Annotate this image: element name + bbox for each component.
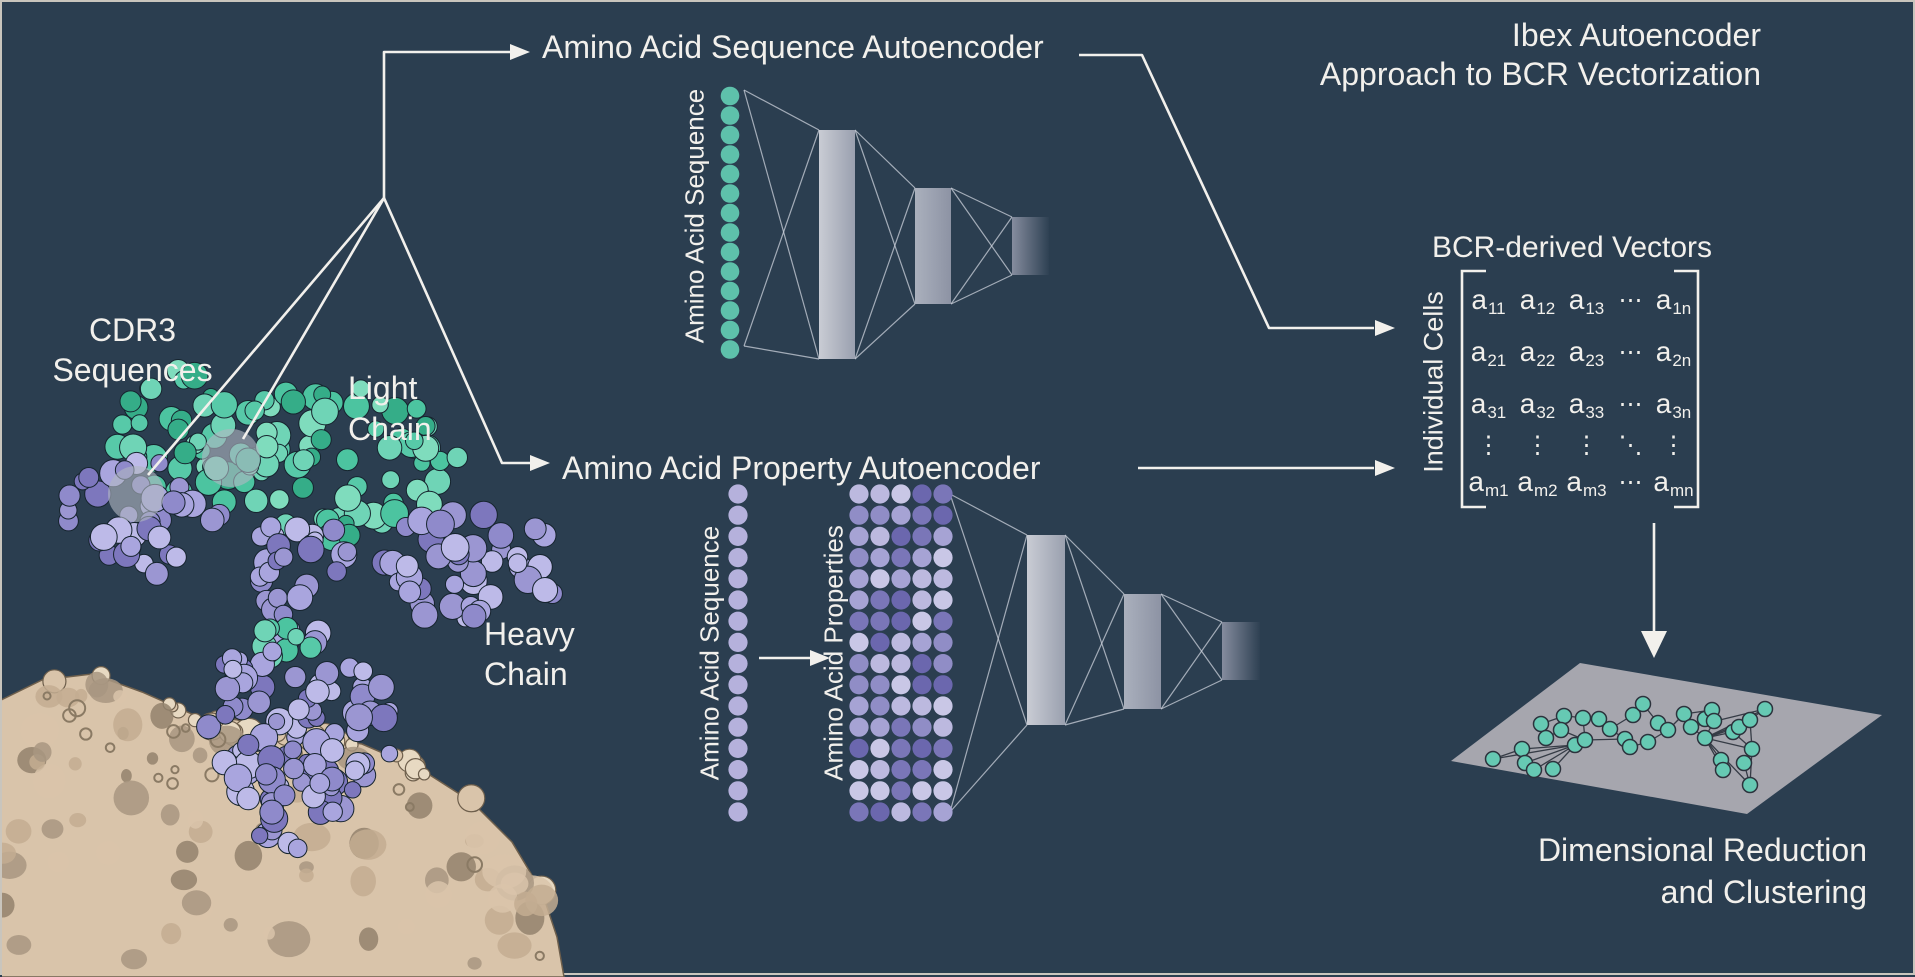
matrix-cell: ⋮ bbox=[1476, 431, 1501, 459]
dimred-line2: and Clustering bbox=[1660, 874, 1867, 910]
individual-cells-label: Individual Cells bbox=[1418, 291, 1449, 473]
matrix-cell: ⋯ bbox=[1618, 286, 1643, 314]
matrix-cell: ⋱ bbox=[1618, 431, 1643, 459]
property-seq-axis-label: Amino Acid Sequence bbox=[694, 525, 725, 781]
cdr3-sequences-label: CDR3 Sequences bbox=[40, 310, 225, 390]
cdr3-line1: CDR3 bbox=[88, 312, 177, 348]
figure-title-line1: Ibex Autoencoder bbox=[1511, 17, 1761, 53]
matrix-cell: ⋯ bbox=[1618, 338, 1643, 366]
figure-title: Ibex Autoencoder Approach to BCR Vectori… bbox=[1320, 16, 1761, 94]
sequence-axis-label: Amino Acid Sequence bbox=[679, 88, 710, 344]
cdr3-line2: Sequences bbox=[52, 352, 213, 388]
matrix-cell: ⋮ bbox=[1574, 431, 1599, 459]
sequence-autoencoder-title: Amino Acid Sequence Autoencoder bbox=[542, 29, 1044, 65]
heavy-chain-line1: Heavy bbox=[484, 616, 575, 652]
figure-title-line2: Approach to BCR Vectorization bbox=[1319, 56, 1761, 92]
heavy-chain-label: Heavy Chain bbox=[484, 614, 575, 694]
matrix-cell: ⋯ bbox=[1618, 390, 1643, 418]
matrix-cell: ⋮ bbox=[1661, 431, 1686, 459]
light-chain-line1: Light bbox=[348, 370, 418, 406]
property-autoencoder-title: Amino Acid Property Autoencoder bbox=[562, 450, 1041, 486]
light-chain-line2: Chain bbox=[348, 411, 432, 447]
bcr-vectors-title: BCR-derived Vectors bbox=[1431, 231, 1713, 264]
dimensional-reduction-label: Dimensional Reduction and Clustering bbox=[1538, 829, 1867, 913]
dimred-line1: Dimensional Reduction bbox=[1537, 832, 1867, 868]
matrix-cell: ⋯ bbox=[1618, 468, 1643, 496]
matrix-cell: ⋮ bbox=[1525, 431, 1550, 459]
property-prop-axis-label: Amino Acid Properties bbox=[818, 525, 849, 781]
light-chain-label: Light Chain bbox=[348, 368, 432, 450]
heavy-chain-line2: Chain bbox=[484, 656, 568, 692]
